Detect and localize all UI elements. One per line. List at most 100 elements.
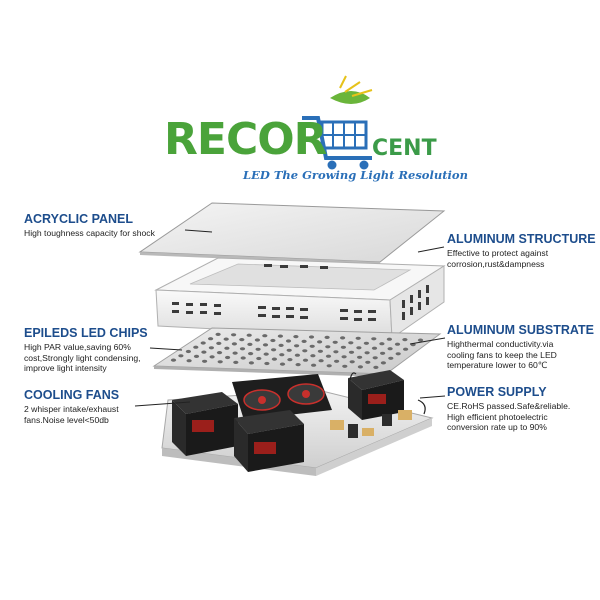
led-chip [371, 337, 377, 341]
brand-tagline: LED The Growing Light Resolution [243, 168, 468, 182]
led-chip [294, 353, 300, 357]
led-chip [224, 346, 230, 350]
led-chip [248, 352, 254, 356]
led-chip [271, 348, 277, 352]
led-chip [380, 361, 386, 365]
led-chip [202, 359, 208, 363]
callout-aluminum-structure: ALUMINUM STRUCTURE Effective to protect … [447, 232, 597, 269]
led-chip [302, 349, 308, 353]
led-chip [340, 345, 346, 349]
led-chip [193, 354, 200, 358]
led-chip [332, 340, 338, 344]
led-chip [340, 336, 346, 340]
aluminum-structure-part [154, 257, 446, 339]
led-chip [311, 363, 317, 367]
led-chip [200, 341, 206, 345]
callout-epileds-led-chips: EPILEDS LED CHIPS High PAR value,saving … [24, 326, 164, 374]
led-chip [294, 344, 300, 348]
led-chip [342, 364, 348, 368]
callout-title: ACRYCLIC PANEL [24, 212, 134, 226]
led-chip [295, 363, 301, 367]
led-chip [239, 338, 245, 342]
led-chip [240, 356, 246, 360]
led-chip [310, 354, 316, 358]
led-chip [324, 335, 330, 339]
brand-name-right: CENT [372, 136, 437, 161]
led-chip [247, 342, 253, 346]
led-chip [215, 332, 221, 336]
led-chip [301, 339, 307, 343]
led-chip [233, 360, 239, 364]
callout-aluminum-substrate: ALUMINUM SUBSTRATE Highthermal conductiv… [447, 323, 597, 371]
led-chip [279, 362, 286, 366]
led-chip [380, 351, 386, 355]
led-chip [364, 351, 370, 355]
led-chip [293, 335, 299, 339]
led-chip [341, 355, 347, 359]
led-chip [402, 338, 408, 342]
led-chip [285, 339, 292, 343]
led-chip [208, 337, 214, 341]
led-chip [209, 355, 215, 359]
callout-acrylic-panel: ACRYCLIC PANEL High toughness capacity f… [24, 212, 194, 239]
led-chip [263, 352, 269, 356]
cooling-fans-power-supply-base [161, 370, 434, 476]
callout-desc: 2 whisper intake/exhaust fans.Noise leve… [24, 404, 119, 425]
led-chip [318, 359, 324, 363]
led-chip [333, 350, 339, 354]
led-chip [186, 359, 192, 363]
led-chip [264, 361, 270, 366]
led-chip [279, 353, 285, 357]
led-chip [255, 347, 261, 351]
callout-title: EPILEDS LED CHIPS [24, 326, 148, 340]
shopping-cart-leaf-icon [302, 75, 373, 170]
led-chip [348, 350, 355, 354]
led-chip [355, 336, 361, 340]
callout-power-supply: POWER SUPPLY CE.RoHS passed.Safe&reliabl… [447, 385, 599, 433]
led-chip [395, 352, 401, 356]
led-chip [372, 356, 378, 360]
led-chip [348, 341, 354, 345]
led-chip [223, 337, 229, 341]
led-chip [225, 355, 231, 360]
led-chip [232, 351, 238, 355]
led-chip [231, 333, 237, 337]
led-chip [185, 349, 191, 354]
led-chip [254, 338, 260, 342]
led-chip [388, 356, 394, 360]
led-chip [271, 357, 277, 361]
led-chip [371, 346, 378, 350]
brand-logo: RECOR CENT [150, 86, 450, 186]
callout-desc: High PAR value,saving 60% cost,Strongly … [24, 342, 141, 373]
led-chip [417, 338, 424, 342]
led-chip [349, 360, 355, 364]
led-chip [216, 341, 222, 345]
led-chip [277, 334, 283, 338]
led-chip [231, 342, 237, 346]
led-chip [325, 354, 332, 358]
led-chip [365, 360, 371, 364]
led-chip [239, 347, 246, 351]
led-chip [317, 340, 323, 344]
led-chip [286, 348, 292, 352]
led-chip [325, 345, 331, 349]
led-chip [373, 365, 379, 369]
callout-title: POWER SUPPLY [447, 385, 547, 399]
callout-title: COOLING FANS [24, 388, 120, 402]
callout-desc: Highthermal conductivity.via cooling fan… [447, 339, 557, 370]
led-chip [262, 334, 268, 338]
led-chip [387, 347, 393, 351]
led-chip [326, 364, 332, 368]
aluminum-substrate-led-plate [152, 327, 442, 377]
led-chip [246, 333, 252, 337]
led-chip [248, 361, 254, 365]
led-chip [334, 359, 340, 363]
led-chip [208, 346, 214, 350]
led-chip [270, 338, 276, 343]
leader-lines [134, 229, 446, 407]
led-chip [357, 365, 363, 369]
callout-desc: High toughness capacity for shock [24, 228, 155, 238]
led-chip [217, 360, 223, 364]
callout-desc: CE.RoHS passed.Safe&reliable. High effic… [447, 401, 571, 432]
